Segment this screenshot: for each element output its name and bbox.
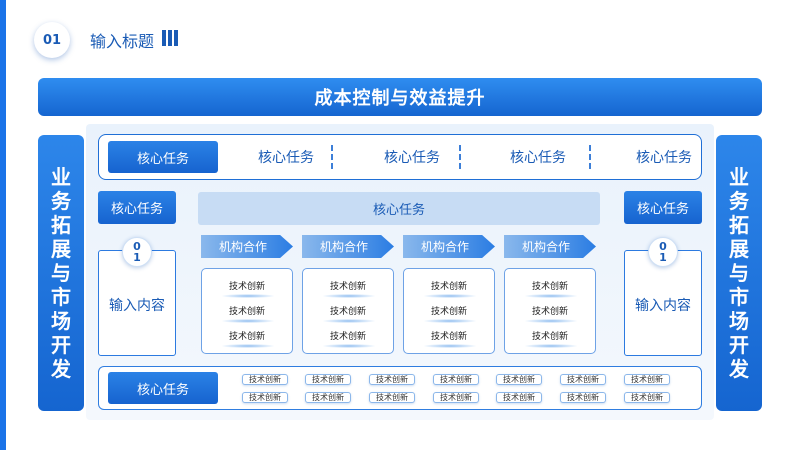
card-item: 技术创新: [228, 332, 265, 342]
card-divider: [424, 344, 476, 348]
card-item: 技术创新: [531, 332, 568, 342]
center-task-title: 核心任务: [198, 192, 600, 225]
bottom-row: 核心任务 技术创新 技术创新 技术创新 技术创新 技术创新 技术创新 技术创新 …: [98, 366, 702, 410]
left-number-badge: 0 1: [122, 237, 152, 267]
side-char: 拓: [729, 213, 749, 237]
card-item: 技术创新: [228, 282, 265, 292]
card-divider: [424, 319, 476, 323]
side-char: 务: [51, 189, 71, 213]
side-char: 业: [729, 165, 749, 189]
arrow-label: 机构合作: [504, 235, 596, 258]
card-divider: [323, 319, 375, 323]
card-item: 技术创新: [430, 282, 467, 292]
bottom-task-button[interactable]: 核心任务: [108, 372, 218, 404]
card-divider: [323, 294, 375, 298]
right-input-box: 0 1 输入内容: [624, 237, 702, 356]
tag: 技术创新: [496, 392, 542, 403]
side-char: 拓: [51, 213, 71, 237]
task-separator: [589, 145, 591, 169]
card-divider: [323, 344, 375, 348]
left-input-label: 输入内容: [109, 298, 165, 314]
card-divider: [222, 319, 274, 323]
innovation-card: 技术创新 技术创新 技术创新: [504, 268, 596, 354]
right-side-column: 业务拓展与市场开发: [716, 135, 762, 411]
side-char: 场: [729, 309, 749, 333]
task-active[interactable]: 核心任务: [108, 141, 218, 173]
task-row: 核心任务 核心任务 核心任务 核心任务 核心任务: [98, 134, 702, 180]
tag: 技术创新: [433, 392, 479, 403]
task-item[interactable]: 核心任务: [258, 150, 314, 166]
left-side-column: 业务拓展与市场开发: [38, 135, 84, 411]
innovation-card: 技术创新 技术创新 技术创新: [201, 268, 293, 354]
tag: 技术创新: [496, 374, 542, 385]
left-task-button[interactable]: 核心任务: [98, 191, 176, 224]
card-divider: [525, 344, 577, 348]
badge-digit: 1: [133, 251, 141, 264]
side-char: 与: [51, 261, 71, 285]
task-item[interactable]: 核心任务: [510, 150, 566, 166]
tag: 技术创新: [624, 392, 670, 403]
task-separator: [331, 145, 333, 169]
card-divider: [222, 344, 274, 348]
side-char: 场: [51, 309, 71, 333]
tag: 技术创新: [369, 392, 415, 403]
task-item[interactable]: 核心任务: [636, 150, 692, 166]
right-task-button[interactable]: 核心任务: [624, 191, 702, 224]
arrow-label: 机构合作: [403, 235, 495, 258]
card-item: 技术创新: [430, 307, 467, 317]
card-item: 技术创新: [430, 332, 467, 342]
section-title: 输入标题: [90, 32, 155, 51]
side-char: 展: [729, 237, 749, 261]
card-item: 技术创新: [228, 307, 265, 317]
tag: 技术创新: [305, 392, 351, 403]
card-item: 技术创新: [329, 307, 366, 317]
tag: 技术创新: [242, 374, 288, 385]
right-input-label: 输入内容: [635, 298, 691, 314]
side-char: 与: [729, 261, 749, 285]
task-item[interactable]: 核心任务: [384, 150, 440, 166]
arrow-label: 机构合作: [201, 235, 293, 258]
tag: 技术创新: [242, 392, 288, 403]
side-char: 市: [729, 285, 749, 309]
side-char: 发: [729, 357, 749, 381]
badge-digit: 1: [659, 251, 667, 264]
side-char: 市: [51, 285, 71, 309]
side-char: 开: [729, 333, 749, 357]
section-number-badge: 01: [34, 22, 70, 58]
card-divider: [525, 319, 577, 323]
main-banner-title: 成本控制与效益提升: [38, 78, 762, 116]
side-char: 务: [729, 189, 749, 213]
card-divider: [222, 294, 274, 298]
right-number-badge: 0 1: [648, 237, 678, 267]
left-edge-bar: [0, 0, 6, 450]
card-divider: [424, 294, 476, 298]
title-bars-decoration: [162, 30, 178, 46]
arrow-label: 机构合作: [302, 235, 394, 258]
side-char: 开: [51, 333, 71, 357]
card-item: 技术创新: [531, 307, 568, 317]
side-char: 展: [51, 237, 71, 261]
tag: 技术创新: [560, 392, 606, 403]
card-divider: [525, 294, 577, 298]
left-input-box: 0 1 输入内容: [98, 237, 176, 356]
task-separator: [459, 145, 461, 169]
innovation-card: 技术创新 技术创新 技术创新: [302, 268, 394, 354]
tag: 技术创新: [433, 374, 479, 385]
tag: 技术创新: [624, 374, 670, 385]
badge-digit: 0: [659, 240, 667, 253]
side-char: 发: [51, 357, 71, 381]
tag: 技术创新: [369, 374, 415, 385]
card-item: 技术创新: [531, 282, 568, 292]
card-item: 技术创新: [329, 282, 366, 292]
card-item: 技术创新: [329, 332, 366, 342]
badge-digit: 0: [133, 240, 141, 253]
tag: 技术创新: [560, 374, 606, 385]
tag: 技术创新: [305, 374, 351, 385]
innovation-card: 技术创新 技术创新 技术创新: [403, 268, 495, 354]
side-char: 业: [51, 165, 71, 189]
